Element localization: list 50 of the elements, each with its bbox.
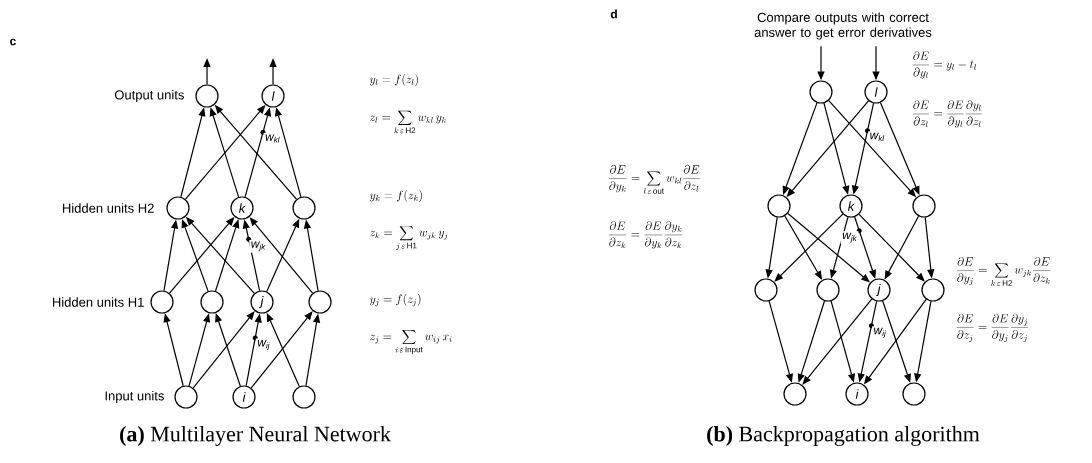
neuron-circle — [292, 196, 316, 220]
equation: $y_k = f(z_k)$ — [369, 190, 422, 202]
neuron-circle — [816, 278, 840, 302]
equation: $\frac{\partial E}{\partial y_l} = y_l - t_l$ — [912, 51, 976, 79]
neuron-circle — [174, 385, 198, 409]
neuron-circle — [754, 278, 778, 302]
weight-label: w$_{jk}$ — [840, 231, 859, 245]
weight-label: w$_{jk}$ — [249, 239, 268, 253]
neuron-circle — [195, 84, 219, 108]
neuron-circle — [902, 382, 926, 406]
weight-label: w$_{kl}$ — [263, 132, 282, 144]
neuron-circle — [783, 382, 807, 406]
layer-label: Output units — [114, 89, 184, 103]
weight-label: w$_{ij}$ — [872, 326, 888, 340]
arrow — [858, 213, 925, 282]
equation: $\frac{\partial E}{\partial y_k} = \sum_{l\,\varepsilon\,\mathrm{out}} w_{kl}\frac{\partial E}{\partial z_l}$ — [608, 164, 700, 194]
equation: $\frac{\partial E}{\partial z_j} = \frac{\partial E}{\partial y_j}\frac{\partial y_j}{\partial z_j}$ — [956, 313, 1029, 343]
panel-letter: c — [10, 38, 16, 46]
equation: $\frac{\partial E}{\partial z_k} = \frac{\partial E}{\partial y_k}\frac{\partial y_k}{\partial z_k}$ — [608, 221, 683, 249]
arrow — [192, 311, 255, 389]
arrow — [802, 298, 873, 385]
equation: $y_l = f(z_l)$ — [369, 74, 418, 86]
weight-label: w$_{ij}$ — [255, 338, 272, 352]
neuron-circle — [809, 80, 833, 104]
neuron-circle — [912, 194, 936, 218]
subfigure-caption: (a) Multilayer Neural Network — [120, 426, 391, 446]
weight-label: w$_{kl}$ — [868, 131, 887, 143]
layer-label: Hidden units H1 — [53, 297, 144, 307]
equation: $z_j = \sum_{i\,\varepsilon\,\mathrm{Input}} w_{ij}\, x_i$ — [370, 330, 452, 354]
arrow — [215, 313, 241, 387]
panel-letter: d — [610, 9, 617, 19]
equation: $z_k = \sum_{j\,\varepsilon\,\mathrm{H1}} w_{jk}\, y_j$ — [370, 226, 448, 250]
arrow — [854, 216, 876, 279]
arrow — [882, 300, 911, 383]
neuron-circle — [150, 290, 174, 314]
neuron-circle — [767, 194, 791, 218]
layer-label: Hidden units H2 — [63, 203, 154, 213]
equation: $z_l = \sum_{k\,\varepsilon\,\mathrm{H2}} w_{kl}\, y_k$ — [370, 110, 446, 134]
neuron-circle — [292, 385, 316, 409]
arrow — [250, 311, 313, 389]
arrow — [774, 213, 844, 282]
equation: $\frac{\partial E}{\partial y_j} = \sum_{k\,\varepsilon\,\mathrm{H2}} w_{jk}\frac{\partial E}{\partial z_k}$ — [956, 256, 1051, 286]
subfigure-caption: (b) Backpropagation algorithm — [707, 426, 980, 446]
equation: $y_j = f(z_j)$ — [369, 293, 421, 307]
neuron-circle — [921, 278, 945, 302]
equation: $\frac{\partial E}{\partial z_l} = \frac{\partial E}{\partial y_l}\frac{\partial y_l}{\partial z_l}$ — [912, 100, 982, 128]
neuron-circle — [166, 196, 190, 220]
neuron-circle — [200, 290, 224, 314]
instruction-text: Compare outputs with correct answer to get error derivatives — [754, 12, 932, 40]
neuron-circle — [308, 290, 332, 314]
